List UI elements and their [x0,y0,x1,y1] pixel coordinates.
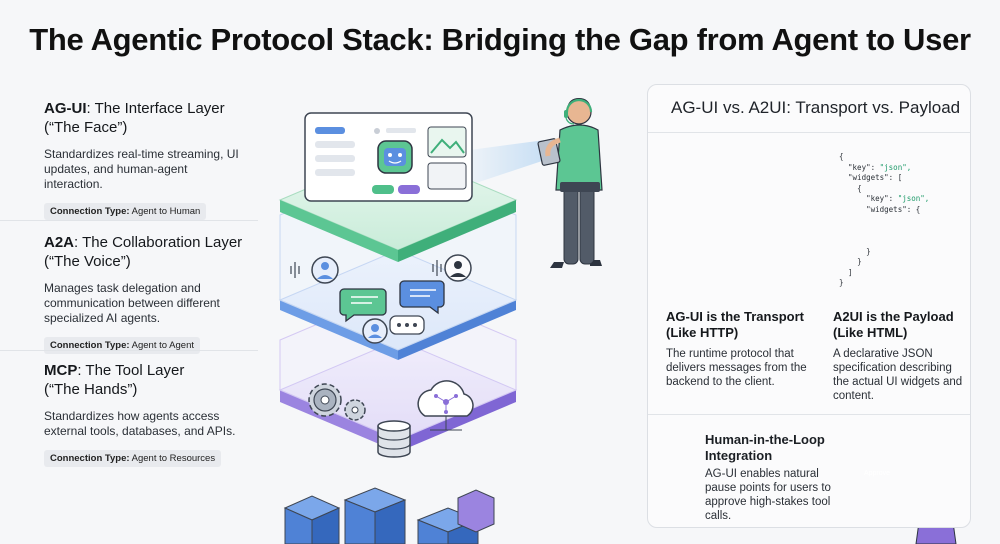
layer-mcp-card: MCP: The Tool Layer (“The Hands”) Standa… [44,361,256,467]
transport-description: The runtime protocol that delivers messa… [666,348,807,388]
layer-agui-card: AG-UI: The Interface Layer (“The Face”) … [44,99,256,220]
layer-mcp-description: Standardizes how agents access external … [44,409,236,438]
approve-button[interactable]: Approve [863,470,891,477]
comparison-panel [647,84,971,528]
chip-label: Connection Type: [50,206,130,217]
light-beam [470,140,545,185]
chat-bubble-icon [389,315,425,335]
layer-agui-name: AG-UI [44,100,87,117]
sound-wave-icon [290,260,442,278]
agent-avatar-icon [311,256,339,284]
layer-agui-subtitle: (“The Face”) [44,119,128,136]
hitl-description: AG-UI enables natural pause points for u… [705,468,831,522]
agent-avatar-icon [444,254,472,282]
cloud-network-icon [417,380,474,431]
json-snippet: { "key": "json", "widgets": [ { "key": "… [839,152,930,287]
layer-agui-heading-rest: : The Interface Layer [86,100,225,117]
transport-heading-line1: AG-UI is the Transport [666,309,804,324]
hitl-heading: Human-in-the-Loop Integration [705,432,825,464]
payload-heading: A2UI is the Payload (Like HTML) [833,309,963,341]
robot-face-icon [377,140,413,174]
panel-divider [648,132,970,133]
payload-heading-line1: A2UI is the Payload [833,309,954,324]
panel-divider [648,414,970,415]
gear-icon [344,399,366,421]
agent-avatar-icon [362,318,388,344]
layer-a2a-connection-chip: Connection Type: Agent to Agent [44,337,200,354]
database-icon [377,420,411,458]
gear-icon [308,383,342,417]
layer-a2a-subtitle: (“The Voice”) [44,253,131,270]
layer-a2a-heading-rest: : The Collaboration Layer [74,234,243,251]
layer-a2a-card: A2A: The Collaboration Layer (“The Voice… [44,233,256,354]
layer-a2a-heading: A2A: The Collaboration Layer [44,233,256,252]
chat-bubble-icon [399,280,445,315]
chip-label: Connection Type: [50,453,130,464]
layer-mcp-heading: MCP: The Tool Layer [44,361,256,380]
chat-bubble-icon [339,288,387,323]
transport-heading-line2: (Like HTTP) [666,325,739,340]
hitl-heading-line2: Integration [705,448,773,463]
foundation-blocks [283,487,495,544]
chip-label: Connection Type: [50,340,130,351]
chip-value: Agent to Agent [131,340,194,351]
headset-user-icon [537,98,603,268]
transport-heading: AG-UI is the Transport (Like HTTP) [666,309,816,341]
layer-mcp-name: MCP [44,362,78,379]
layer-a2a-description: Manages task delegation and communicatio… [44,281,220,325]
layer-agui-heading: AG-UI: The Interface Layer [44,99,256,118]
layer-agui-description: Standardizes real-time streaming, UI upd… [44,147,239,191]
payload-description: A declarative JSON specification describ… [833,348,963,402]
layer-a2a-name: A2A [44,234,75,251]
payload-heading-line2: (Like HTML) [833,325,908,340]
page-title: The Agentic Protocol Stack: Bridging the… [29,22,971,57]
layer-mcp-heading-rest: : The Tool Layer [77,362,185,379]
chip-value: Agent to Human [131,206,201,217]
layer-mcp-connection-chip: Connection Type: Agent to Resources [44,450,222,467]
chip-value: Agent to Resources [131,453,216,464]
hitl-heading-line1: Human-in-the-Loop [705,432,825,447]
layer-agui-connection-chip: Connection Type: Agent to Human [44,203,207,220]
comparison-title: AG-UI vs. A2UI: Transport vs. Payload [671,98,961,117]
layer-divider [0,350,258,351]
layer-mcp-subtitle: (“The Hands”) [44,381,138,398]
layer-divider [0,220,258,221]
